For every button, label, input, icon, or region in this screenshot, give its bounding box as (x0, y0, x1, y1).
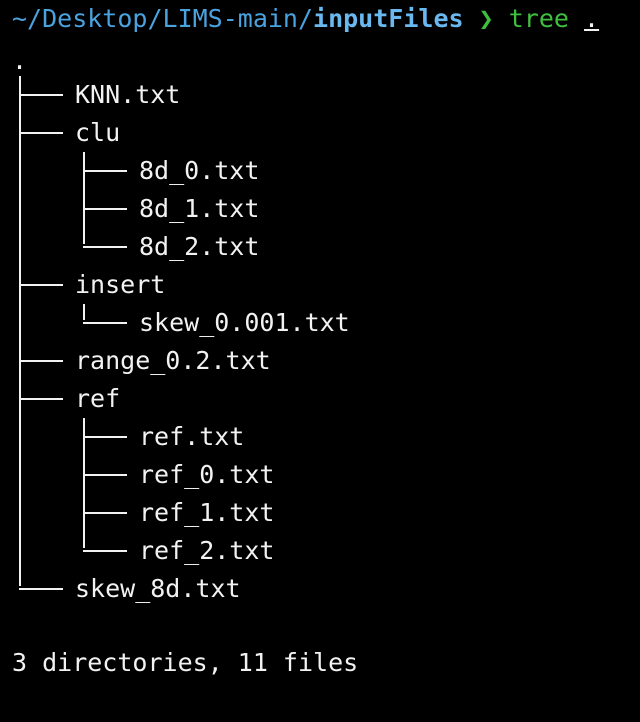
prompt-chevron-icon: ❯ (478, 4, 494, 33)
tree-guide-ref (83, 418, 85, 548)
tree-entry: 8d_0.txt (0, 152, 259, 190)
tree-entry: skew_8d.txt (0, 570, 241, 608)
command-text: tree (508, 4, 569, 33)
prompt-path-prefix: ~/Desktop/LIMS-main/ (12, 4, 314, 33)
file-name: KNN.txt (75, 80, 181, 109)
directory-name: ref (75, 384, 121, 413)
file-name: ref_2.txt (139, 536, 275, 565)
tree-summary: 3 directories, 11 files (12, 648, 359, 677)
tree-entry: KNN.txt (0, 76, 180, 114)
tree-entry: ref (0, 380, 120, 418)
tree-entry: ref_1.txt (0, 494, 274, 532)
command-argument: . (584, 4, 600, 33)
file-name: range_0.2.txt (75, 346, 271, 375)
directory-name: clu (75, 118, 121, 147)
file-name: ref.txt (139, 422, 245, 451)
tree-entry: clu (0, 114, 120, 152)
terminal-window[interactable]: ~/Desktop/LIMS-main/inputFiles ❯ tree . … (0, 0, 640, 682)
tree-entry: skew_0.001.txt (0, 304, 350, 342)
file-name: skew_8d.txt (75, 574, 241, 603)
prompt-current-dir: inputFiles (313, 4, 464, 33)
tree-root: . (12, 42, 27, 80)
file-name: 8d_2.txt (139, 232, 260, 261)
tree-guide-insert (83, 304, 85, 320)
file-name: ref_0.txt (139, 460, 275, 489)
file-name: ref_1.txt (139, 498, 275, 527)
tree-entry: ref.txt (0, 418, 244, 456)
tree-entry: insert (0, 266, 165, 304)
tree-entry: ref_0.txt (0, 456, 274, 494)
tree-trunk-guide (19, 76, 21, 586)
file-name: 8d_0.txt (139, 156, 260, 185)
shell-prompt: ~/Desktop/LIMS-main/inputFiles ❯ tree . (12, 0, 599, 38)
tree-guide-clu (83, 152, 85, 244)
tree-entry: range_0.2.txt (0, 342, 271, 380)
file-name: 8d_1.txt (139, 194, 260, 223)
tree-entry: 8d_2.txt (0, 228, 259, 266)
directory-name: insert (75, 270, 166, 299)
file-name: skew_0.001.txt (139, 308, 350, 337)
tree-root-label: . (12, 46, 28, 75)
tree-entry: 8d_1.txt (0, 190, 259, 228)
tree-entry: ref_2.txt (0, 532, 274, 570)
